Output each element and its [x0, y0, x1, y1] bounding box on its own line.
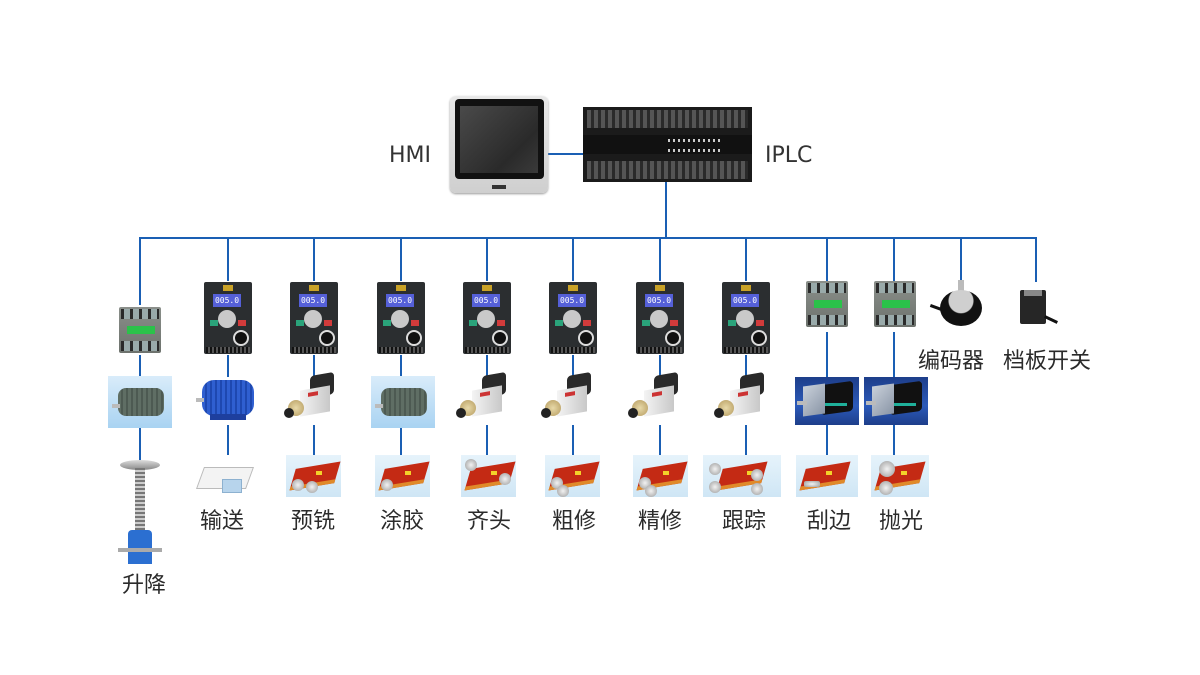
motor-process-link	[486, 425, 488, 455]
conveyor-illustration[interactable]	[195, 461, 255, 499]
process-label: 精修	[637, 509, 683, 534]
motor-process-link	[659, 425, 661, 455]
motor-process-link	[400, 428, 402, 455]
inverter-device[interactable]: 005.0	[722, 282, 770, 354]
driver-motor-link	[826, 332, 828, 378]
spindle-motor[interactable]	[284, 371, 340, 430]
process-label: 刮边	[806, 509, 852, 534]
spindle-motor[interactable]	[541, 371, 597, 430]
process-rough-trimming[interactable]	[545, 455, 600, 497]
process-label: 跟踪	[721, 509, 767, 534]
motor-process-link	[745, 425, 747, 455]
process-scraping[interactable]	[796, 455, 858, 497]
plc-top-terminals	[587, 110, 748, 128]
process-end-trimming[interactable]	[461, 455, 516, 497]
driver-motor-link	[893, 332, 895, 378]
servo-motor[interactable]	[795, 377, 859, 425]
bus-drop	[745, 237, 747, 281]
driver-motor-link	[659, 355, 661, 377]
driver-motor-link	[227, 355, 229, 377]
spindle-motor[interactable]	[714, 371, 770, 430]
motor-process-link	[826, 425, 828, 455]
motor-process-link	[572, 425, 574, 455]
plc-trunk-line	[665, 182, 667, 239]
motor-process-link	[139, 428, 141, 462]
ac-motor-gray[interactable]	[371, 376, 435, 428]
bus-drop	[659, 237, 661, 281]
spindle-motor[interactable]	[628, 371, 684, 430]
driver-motor-link	[745, 355, 747, 377]
process-gluing[interactable]	[375, 455, 430, 497]
process-label: 粗修	[551, 509, 597, 534]
bus-drop	[572, 237, 574, 281]
driver-motor-link	[572, 355, 574, 377]
process-label: 涂胶	[379, 509, 425, 534]
plc-device[interactable]	[583, 107, 752, 182]
hmi-label: HMI	[389, 143, 432, 168]
contactor-device[interactable]	[119, 307, 161, 353]
bus-drop	[313, 237, 315, 281]
motor-process-link	[313, 425, 315, 455]
bus-drop	[139, 237, 141, 305]
bus-drop	[227, 237, 229, 281]
contactor-device[interactable]	[806, 281, 848, 327]
inverter-device[interactable]: 005.0	[290, 282, 338, 354]
inverter-device[interactable]: 005.0	[204, 282, 252, 354]
ac-motor-gray[interactable]	[108, 376, 172, 428]
bus-drop	[893, 237, 895, 281]
hmi-device[interactable]	[450, 96, 548, 193]
plc-input-leds	[668, 139, 720, 142]
inverter-device[interactable]: 005.0	[549, 282, 597, 354]
plc-label: IPLC	[765, 143, 813, 168]
hmi-screen	[460, 106, 538, 173]
process-label: 输送	[199, 509, 245, 534]
bus-drop	[1035, 237, 1037, 282]
process-label: 预铣	[290, 509, 336, 534]
driver-motor-link	[313, 355, 315, 377]
lift-jack[interactable]	[118, 460, 162, 570]
bus-drop	[960, 237, 962, 283]
driver-motor-link	[139, 355, 141, 377]
bus-drop	[826, 237, 828, 281]
plc-output-leds	[668, 149, 720, 152]
hmi-plc-link	[548, 153, 583, 155]
encoder-device[interactable]	[929, 280, 986, 330]
inverter-device[interactable]: 005.0	[636, 282, 684, 354]
hmi-logo	[492, 185, 506, 189]
process-pre-milling[interactable]	[286, 455, 341, 497]
plc-bottom-terminals	[587, 161, 748, 179]
driver-motor-link	[486, 355, 488, 377]
servo-motor[interactable]	[864, 377, 928, 425]
process-label: 抛光	[878, 509, 924, 534]
inverter-device[interactable]: 005.0	[463, 282, 511, 354]
bus-drop	[486, 237, 488, 281]
inverter-device[interactable]: 005.0	[377, 282, 425, 354]
process-label: 升降	[121, 573, 167, 598]
process-polishing[interactable]	[871, 455, 929, 497]
motor-process-link	[893, 425, 895, 455]
sensor-label-encoder: 编码器	[917, 349, 985, 374]
sensor-label-photo-switch: 档板开关	[1002, 349, 1092, 374]
photo-switch-device[interactable]	[1014, 282, 1058, 328]
spindle-motor[interactable]	[456, 371, 512, 430]
bus-drop	[400, 237, 402, 281]
process-label: 齐头	[466, 509, 512, 534]
motor-process-link	[227, 425, 229, 455]
field-bus-line	[139, 237, 1037, 239]
ac-motor-blue[interactable]	[196, 372, 258, 428]
driver-motor-link	[400, 355, 402, 377]
process-corner-rounding[interactable]	[703, 455, 781, 497]
contactor-device[interactable]	[874, 281, 916, 327]
process-fine-trimming[interactable]	[633, 455, 688, 497]
